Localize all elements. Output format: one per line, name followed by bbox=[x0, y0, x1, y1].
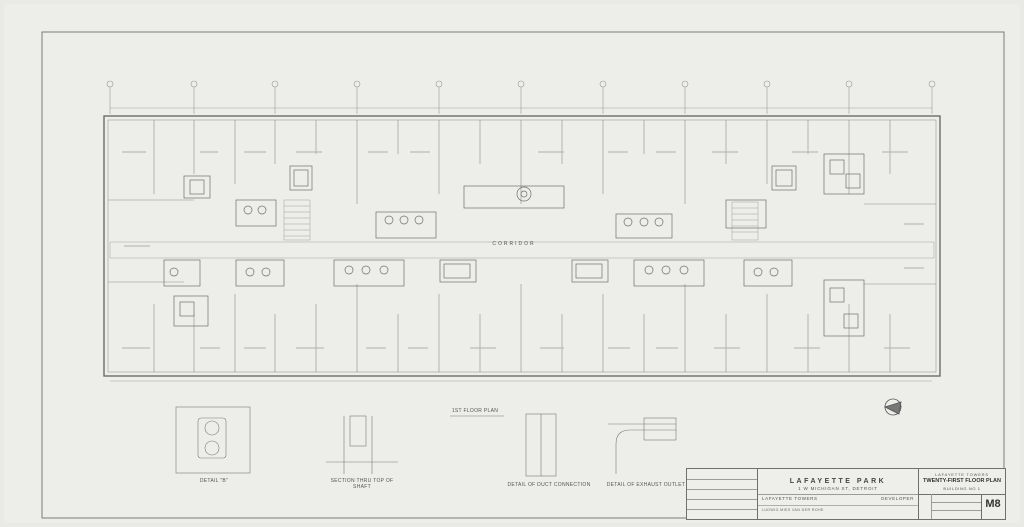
drawing-title: TWENTY-FIRST FLOOR PLAN bbox=[923, 478, 1001, 484]
partitions bbox=[108, 120, 936, 372]
fixture-clusters bbox=[163, 153, 865, 337]
project-name: LAFAYETTE PARK bbox=[789, 478, 887, 485]
detail-label-5: DETAIL OF EXHAUST OUTLET bbox=[606, 482, 686, 488]
detail-label-4: DETAIL OF DUCT CONNECTION bbox=[507, 482, 591, 488]
detail-drawings bbox=[175, 406, 677, 477]
right-header: LAFAYETTE TOWERS bbox=[935, 472, 989, 477]
detail-label-2: SECTION THRU TOP OF SHAFT bbox=[330, 478, 394, 490]
corridor-label: CORRIDOR bbox=[492, 241, 536, 247]
building-number: BUILDING NO 1 bbox=[943, 486, 981, 491]
sheet-border bbox=[41, 31, 1005, 519]
sheet-number: M8 bbox=[985, 498, 1001, 510]
floor-plan-drawing bbox=[41, 31, 1005, 519]
client-name: DEVELOPER bbox=[881, 496, 914, 501]
project-sub: LAFAYETTE TOWERS bbox=[762, 496, 818, 501]
project-block: LAFAYETTE PARK 1 W MICHIGAN ST, DETROIT … bbox=[758, 469, 919, 519]
room-label-marks bbox=[122, 151, 924, 349]
detail-label-3: 1ST FLOOR PLAN bbox=[451, 408, 499, 414]
drawing-title-block: LAFAYETTE TOWERS TWENTY-FIRST FLOOR PLAN… bbox=[919, 469, 1005, 519]
corridor bbox=[109, 241, 935, 259]
building-outline bbox=[103, 115, 941, 377]
title-block: LAFAYETTE PARK 1 W MICHIGAN ST, DETROIT … bbox=[686, 468, 1006, 520]
blueprint-sheet: DETAIL "B" SECTION THRU TOP OF SHAFT 1ST… bbox=[4, 4, 1020, 523]
north-arrow-icon bbox=[883, 398, 902, 416]
project-address: 1 W MICHIGAN ST, DETROIT bbox=[798, 486, 878, 491]
revision-area bbox=[687, 469, 758, 519]
architect-name: LUDWIG MIES VAN DER ROHE bbox=[762, 508, 824, 512]
top-grid-markers bbox=[106, 80, 936, 114]
detail-label-1: DETAIL "B" bbox=[199, 478, 229, 484]
